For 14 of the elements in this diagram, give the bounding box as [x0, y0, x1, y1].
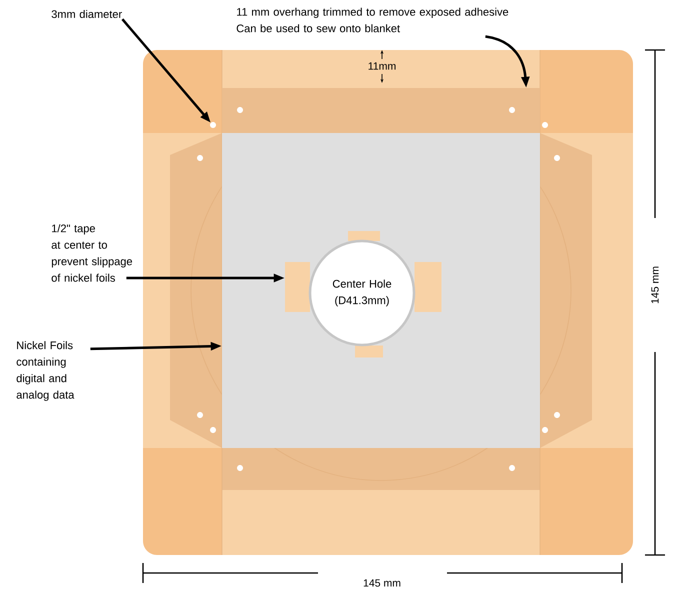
callout-text: 11 mm overhang trimmed to remove exposed adhesive Can be used to sew onto blanket [236, 8, 508, 32]
tape-piece [285, 262, 310, 312]
callout-text: 3mm diameter [52, 10, 122, 18]
tape-piece [355, 346, 383, 358]
center-hole: Center Hole (D41.3mm) [308, 240, 416, 346]
tape-piece [348, 231, 380, 241]
dimension-label: 145 mm [364, 579, 400, 587]
hole [210, 122, 216, 128]
dimension-label: 11mm [368, 62, 396, 70]
dimension-label: 145 mm [651, 266, 659, 304]
callout-text: Nickel Foils containing digital and analog data [16, 341, 74, 401]
overhang-flap [222, 88, 540, 133]
tape-piece [414, 262, 442, 312]
callout-text: 1/2" tape at center to prevent slippage of nickel foils [52, 224, 132, 282]
